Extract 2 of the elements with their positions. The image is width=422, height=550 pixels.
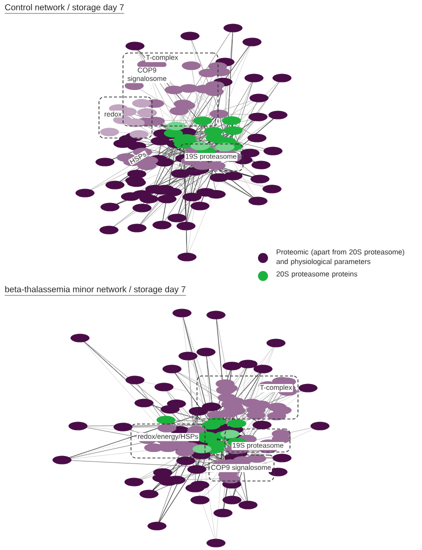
panel-title: Control network / storage day 7 bbox=[4, 4, 124, 14]
panel-title: beta-thalassemia minor network / storage day 7 bbox=[4, 286, 186, 296]
